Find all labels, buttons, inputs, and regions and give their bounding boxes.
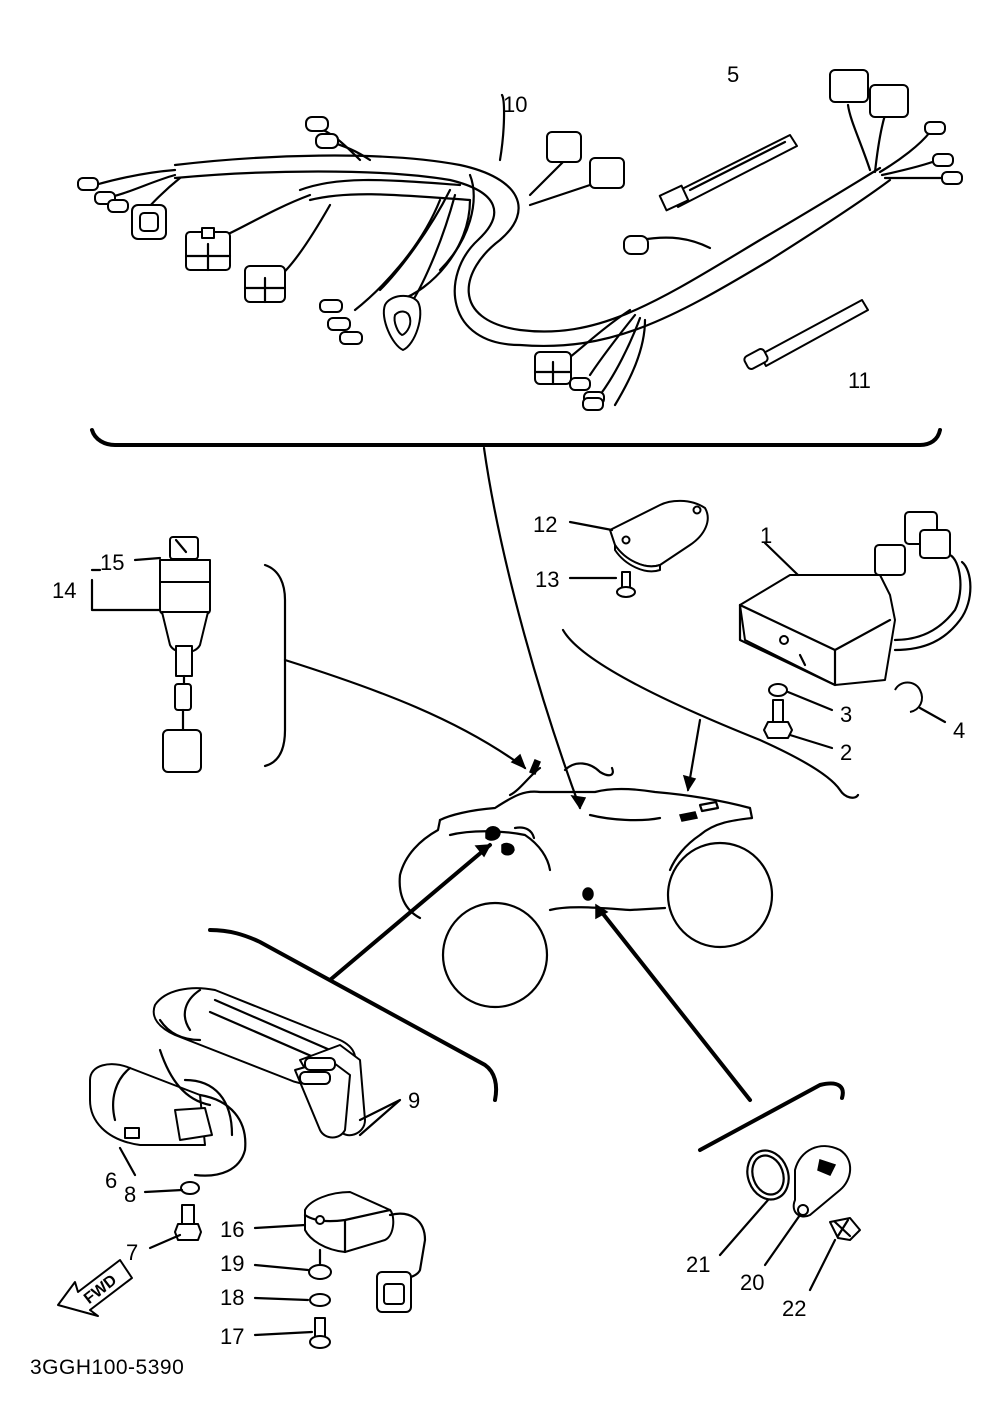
- callout-21: 21: [686, 1252, 710, 1277]
- forward-arrow-icon: FWD: [57, 1259, 133, 1317]
- callout-20: 20: [740, 1270, 764, 1295]
- callout-9: 9: [408, 1088, 420, 1113]
- callout-2: 2: [840, 740, 852, 765]
- rectifier-bracket: [561, 628, 860, 799]
- coil-bracket: [208, 928, 499, 1102]
- callout-12: 12: [533, 512, 557, 537]
- wire-harness-icon: [77, 69, 963, 411]
- main-switch-icon: [159, 536, 211, 773]
- callout-5: 5: [727, 62, 739, 87]
- callout-4: 4: [953, 718, 965, 743]
- harness-bracket: [90, 428, 942, 447]
- callout-16: 16: [220, 1217, 244, 1242]
- neutral-switch-icon: [746, 1145, 861, 1241]
- callout-labels: 1 2 3 4 5 6 7 8 9 10 11 12 13 14 15 16 1…: [52, 62, 965, 1349]
- callout-13: 13: [535, 567, 559, 592]
- part-code: 3GGH100-5390: [30, 1356, 184, 1379]
- callout-14: 14: [52, 578, 76, 603]
- callout-11: 11: [848, 368, 871, 393]
- callout-17: 17: [220, 1324, 244, 1349]
- callout-1: 1: [760, 523, 772, 548]
- callout-14-bracket: [90, 578, 162, 612]
- switch-bracket: [263, 563, 287, 768]
- callout-19: 19: [220, 1251, 244, 1276]
- ignition-coil-icon: [89, 987, 366, 1241]
- callout-6: 6: [105, 1168, 117, 1193]
- neutral-bracket: [698, 1081, 845, 1152]
- callout-3: 3: [840, 702, 852, 727]
- band-strap-icon: [658, 134, 798, 212]
- callout-18: 18: [220, 1285, 244, 1310]
- cable-tie-icon: [743, 299, 869, 370]
- callout-7: 7: [126, 1240, 138, 1265]
- callout-22: 22: [782, 1296, 806, 1321]
- callout-8: 8: [124, 1182, 136, 1207]
- relay-icon: [609, 499, 709, 598]
- harness-leader: [482, 446, 582, 810]
- callout-10: 10: [503, 92, 527, 117]
- cdi-unit-icon: [303, 1191, 427, 1349]
- atv-outline-icon: [398, 759, 774, 1009]
- callout-15: 15: [100, 550, 124, 575]
- rectifier-regulator-icon: [738, 511, 972, 739]
